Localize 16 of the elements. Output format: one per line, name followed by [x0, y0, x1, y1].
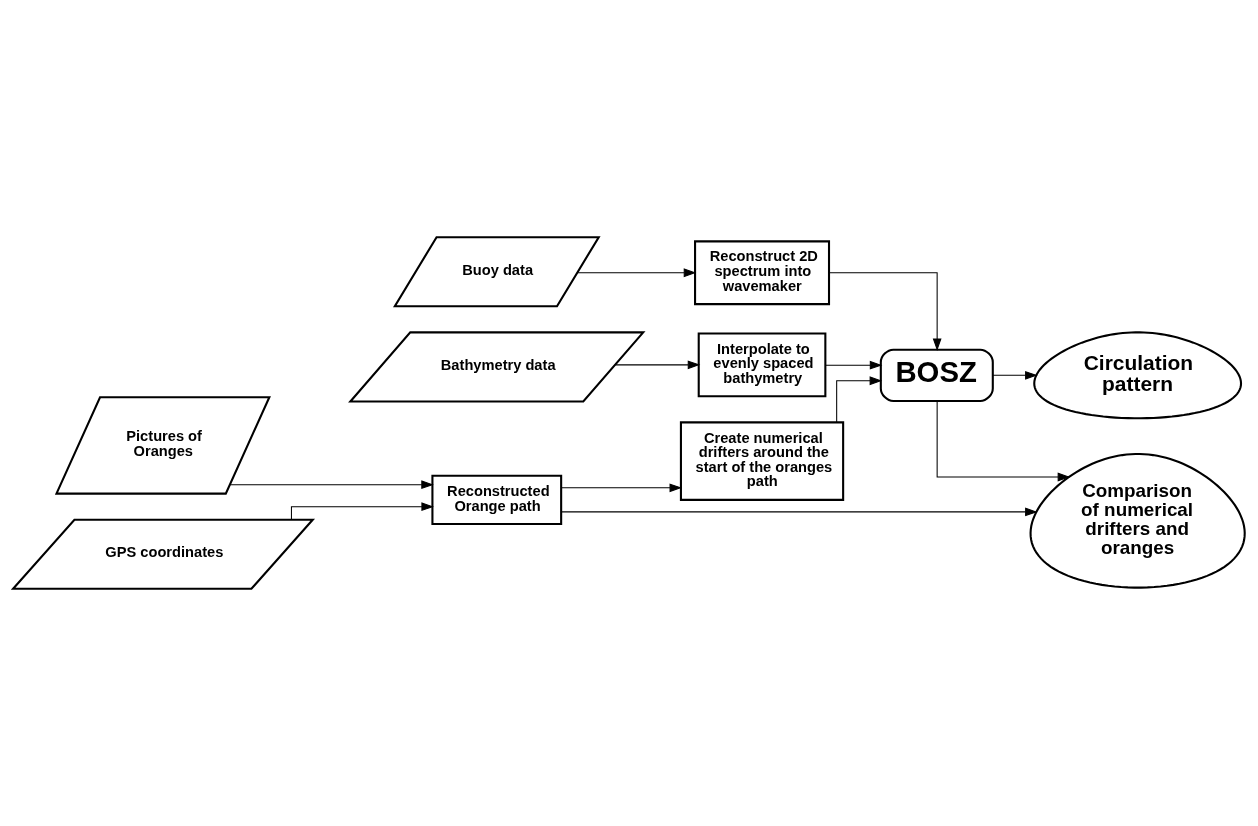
- arrow: [825, 360, 883, 370]
- node-box: Create numerical drifters around the start of the oranges path: [679, 421, 845, 501]
- node-box: Reconstruct 2D spectrum into wavemaker: [694, 240, 831, 306]
- arrow: [560, 483, 683, 493]
- arrow: [992, 370, 1038, 380]
- arrow: [576, 268, 697, 278]
- arrow: [229, 480, 434, 490]
- arrow: [290, 502, 434, 521]
- node-box: Reconstructed Orange path: [431, 474, 563, 525]
- arrow: [828, 272, 942, 352]
- arrow: [836, 376, 883, 423]
- arrow: [614, 360, 701, 370]
- node-box: Interpolate to evenly spaced bathymetry: [697, 332, 827, 398]
- node-box: BOSZ: [879, 348, 994, 402]
- arrow: [560, 507, 1038, 517]
- arrow: [936, 400, 1071, 482]
